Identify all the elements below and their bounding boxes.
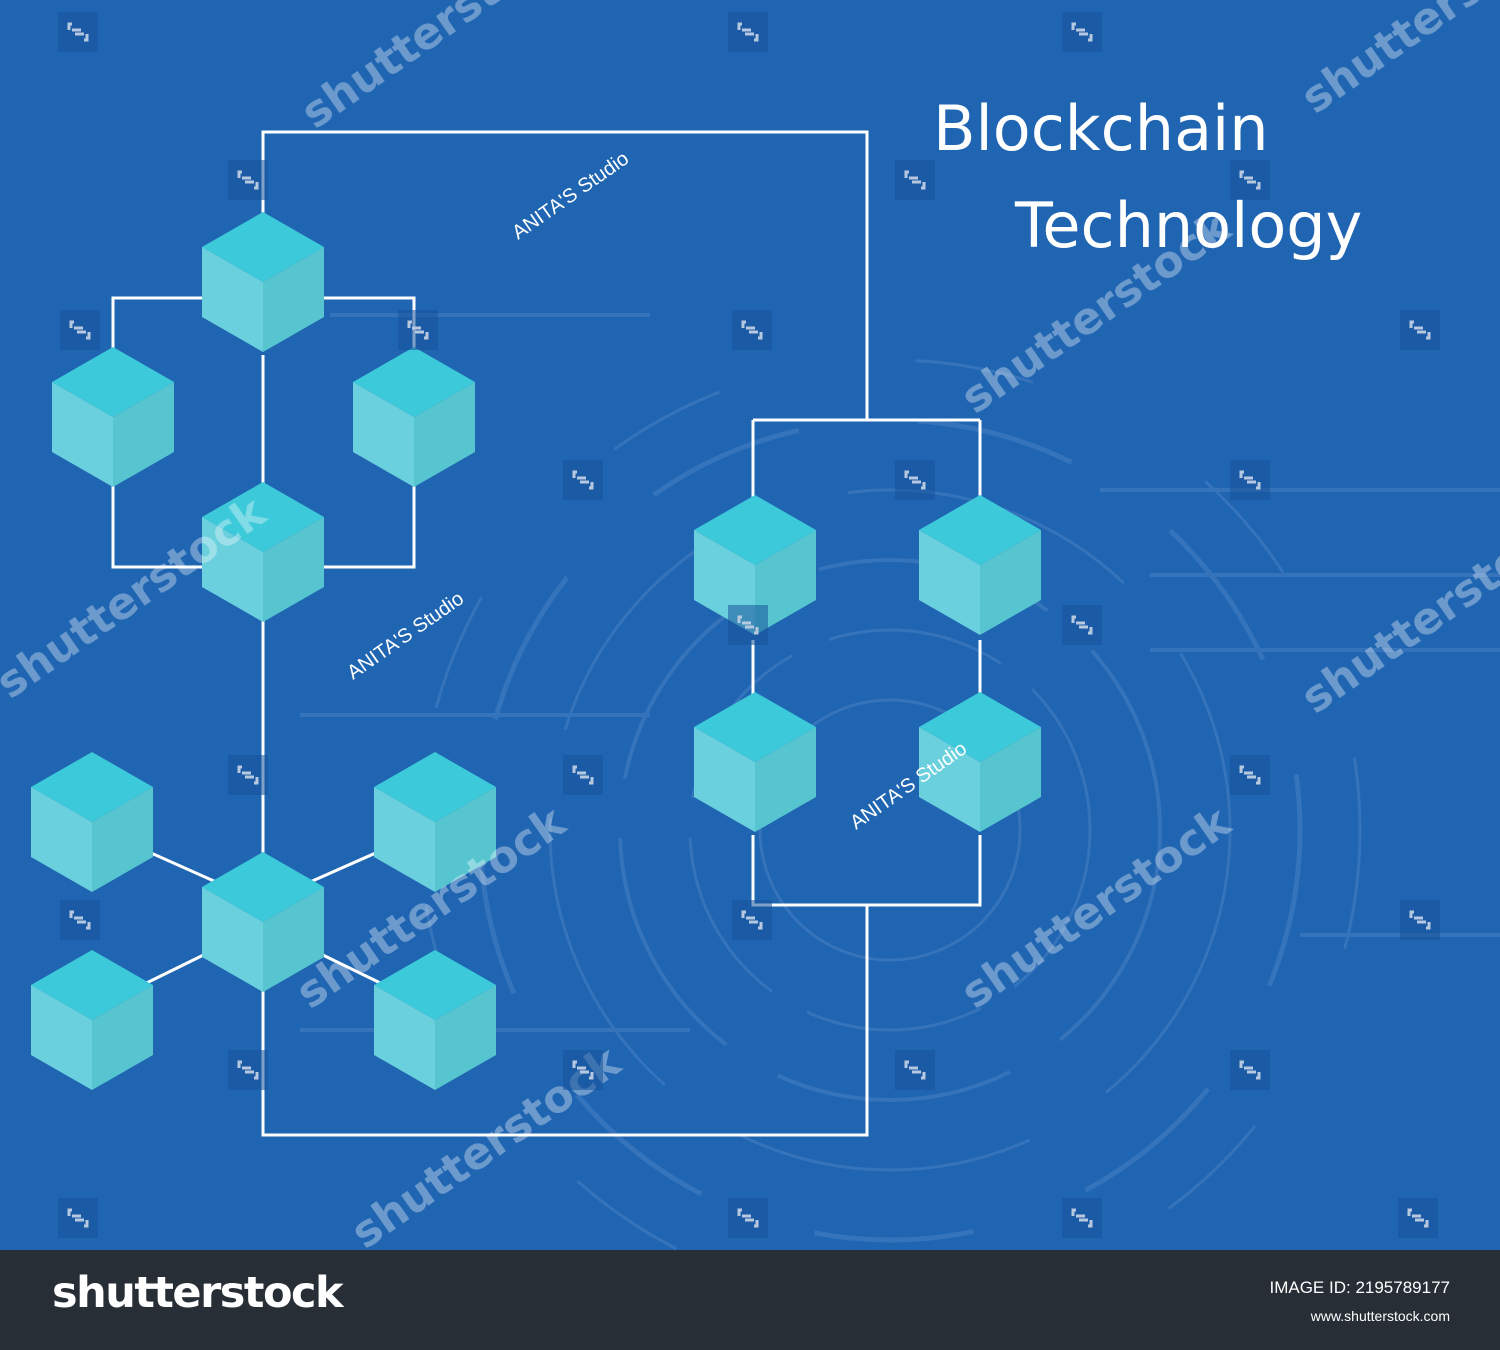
footer-bar xyxy=(0,1250,1500,1350)
watermark-logo-icon xyxy=(226,1048,270,1092)
watermark-logo-icon xyxy=(893,1048,937,1092)
block-cubes xyxy=(31,212,1041,1090)
title-line-2: Technology xyxy=(1014,189,1362,262)
watermark-logo-icon xyxy=(58,308,102,352)
title-line-1: Blockchain xyxy=(933,92,1269,165)
watermark-text: shutterstock xyxy=(292,0,581,139)
cube-icon xyxy=(31,752,153,892)
watermark-logo-icon xyxy=(1060,1196,1104,1240)
watermark-logo-icon xyxy=(396,308,440,352)
watermark-logo-icon xyxy=(1060,10,1104,54)
watermark-logo-icon xyxy=(561,1048,605,1092)
watermark-logo-icon xyxy=(56,1196,100,1240)
watermark-logo-icon xyxy=(56,10,100,54)
watermark-logo-icon xyxy=(726,10,770,54)
watermark-logo-icon xyxy=(561,753,605,797)
watermark-logo-icon xyxy=(1228,753,1272,797)
watermark-logo-icon xyxy=(1398,898,1442,942)
cube-icon xyxy=(52,347,174,487)
watermark-logo-icon xyxy=(1228,158,1272,202)
watermark-logo-icon xyxy=(58,898,102,942)
watermark-logo-icon xyxy=(726,603,770,647)
watermark-logo-icon xyxy=(1228,1048,1272,1092)
watermark-logo-icon xyxy=(730,898,774,942)
image-id: IMAGE ID: 2195789177 xyxy=(1269,1278,1450,1297)
cube-icon xyxy=(202,212,324,352)
illustration: Blockchain Technology ANITA'S Studio ANI… xyxy=(0,0,1500,1250)
watermark-logo-icon xyxy=(561,458,605,502)
watermark-text: shutterstock xyxy=(1292,0,1500,124)
cube-icon xyxy=(374,950,496,1090)
studio-credit: ANITA'S Studio xyxy=(508,148,633,245)
watermark-logos xyxy=(56,10,1442,1240)
watermark-logo-icon xyxy=(226,753,270,797)
cube-icon xyxy=(353,347,475,487)
watermark-logo-icon xyxy=(1060,603,1104,647)
watermark-logo-icon xyxy=(226,158,270,202)
background-circuit xyxy=(300,313,1500,1250)
watermark-logo-icon xyxy=(1228,458,1272,502)
watermark-logo-icon xyxy=(730,308,774,352)
watermark-logo-icon xyxy=(893,158,937,202)
footer-logo[interactable]: shutterstock xyxy=(52,1268,344,1318)
watermark-text: shutterstock xyxy=(1292,500,1500,724)
watermark-logo-icon xyxy=(1396,1196,1440,1240)
watermark-logo-icon xyxy=(726,1196,770,1240)
watermark-logo-icon xyxy=(893,458,937,502)
cube-icon xyxy=(31,950,153,1090)
site-url[interactable]: www.shutterstock.com xyxy=(1310,1308,1450,1324)
cube-icon xyxy=(694,692,816,832)
watermark-logo-icon xyxy=(1398,308,1442,352)
